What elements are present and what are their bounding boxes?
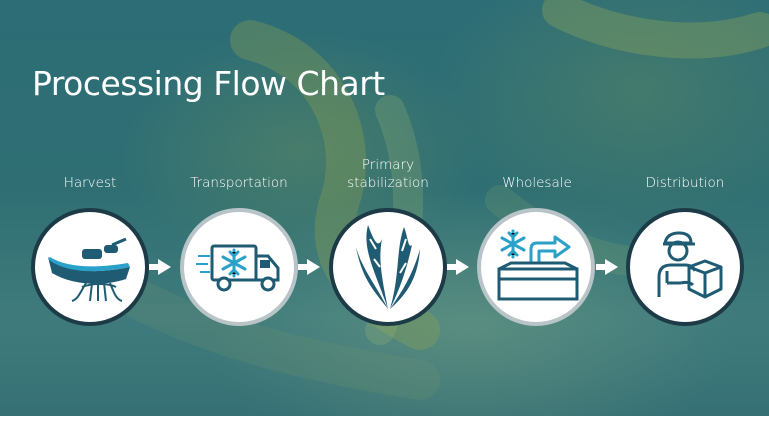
flow-arrow-stem-4 <box>596 264 606 270</box>
flow-arrow-1 <box>158 259 171 275</box>
step-label-wholesale: Wholesale <box>502 175 572 191</box>
step-circle-distribution <box>626 208 744 326</box>
flow-arrow-2 <box>307 259 320 275</box>
step-circle-transportation <box>180 208 298 326</box>
flow-arrow-stem-3 <box>447 264 457 270</box>
step-label-primary-stabilization: Primary stabilization <box>347 157 429 191</box>
boat-harvest-icon <box>48 237 130 302</box>
freezer-box-icon <box>497 229 579 301</box>
flow-arrow-4 <box>605 259 618 275</box>
step-label-transportation: Transportation <box>190 175 288 191</box>
seaweed-icon <box>356 225 420 309</box>
flow-arrow-stem-2 <box>298 264 308 270</box>
flow-arrow-3 <box>456 259 469 275</box>
step-circle-harvest <box>31 208 149 326</box>
refrigerated-truck-icon <box>196 244 280 292</box>
delivery-person-icon <box>657 231 723 299</box>
step-label-harvest: Harvest <box>63 175 117 191</box>
flow-arrow-stem-1 <box>149 264 159 270</box>
page-title: Processing Flow Chart <box>32 64 385 103</box>
step-circle-primary-stabilization <box>329 208 447 326</box>
step-circle-wholesale <box>477 208 595 326</box>
step-label-distribution: Distribution <box>645 175 725 191</box>
